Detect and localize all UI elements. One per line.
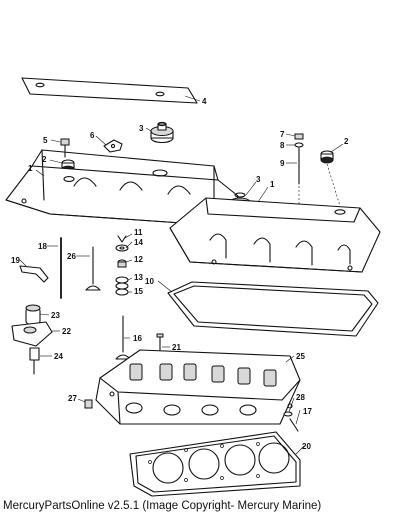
callout-19: 19 xyxy=(11,256,20,265)
valve-spring-part xyxy=(115,276,129,296)
bolt-part-right-lower xyxy=(289,418,299,432)
callout-1b: 1 xyxy=(270,180,275,189)
callout-28: 28 xyxy=(296,393,305,402)
valve-part-lower xyxy=(115,315,131,360)
callout-5: 5 xyxy=(43,136,48,145)
leader-lines xyxy=(19,95,344,455)
washer-part xyxy=(283,411,293,417)
clip-part xyxy=(103,139,123,153)
cover-gasket-right xyxy=(167,281,379,337)
callout-13: 13 xyxy=(134,273,143,282)
callout-3b: 3 xyxy=(256,175,261,184)
callout-14: 14 xyxy=(134,238,143,247)
callout-24: 24 xyxy=(54,352,63,361)
callout-labels: 4 5 6 3 2 1 7 8 9 2 3 1 10 11 14 12 13 1… xyxy=(11,97,349,451)
valve-spring-retainer xyxy=(115,244,129,252)
callout-2a: 2 xyxy=(42,155,47,164)
callout-12: 12 xyxy=(134,255,143,264)
callout-17: 17 xyxy=(303,407,312,416)
gasket-strip-part xyxy=(21,77,198,104)
rocker-stud-part xyxy=(29,347,40,375)
callout-7: 7 xyxy=(280,130,285,139)
callout-3a: 3 xyxy=(139,124,144,133)
rocker-arm-part xyxy=(11,321,53,347)
callout-2b: 2 xyxy=(344,137,349,146)
callout-4: 4 xyxy=(202,97,207,106)
grommet-part-right xyxy=(320,150,341,207)
rocker-ball-part xyxy=(25,304,41,325)
callout-11: 11 xyxy=(134,228,143,237)
valve-part xyxy=(85,246,101,291)
callout-20: 20 xyxy=(302,442,311,451)
valve-keeper-part xyxy=(117,235,127,243)
plug-part xyxy=(84,399,93,409)
cylinder-head-part xyxy=(95,349,301,425)
callout-16: 16 xyxy=(133,334,142,343)
callout-25: 25 xyxy=(296,352,305,361)
callout-8: 8 xyxy=(280,141,285,150)
valve-seal-part xyxy=(117,259,127,268)
callout-1a: 1 xyxy=(28,164,33,173)
callout-21: 21 xyxy=(172,343,181,352)
callout-9: 9 xyxy=(280,159,285,168)
callout-23: 23 xyxy=(51,311,60,320)
callout-15: 15 xyxy=(134,287,143,296)
rocker-clip-part xyxy=(19,265,49,283)
callout-27: 27 xyxy=(68,394,77,403)
callout-6: 6 xyxy=(90,131,95,140)
head-gasket-part xyxy=(129,431,301,497)
bolt-part-left xyxy=(60,138,70,158)
valve-cover-right xyxy=(169,197,381,273)
bolt-stack-right xyxy=(294,133,304,232)
callout-18: 18 xyxy=(38,242,47,251)
copyright-footer: MercuryPartsOnline v2.5.1 (Image Copyrig… xyxy=(3,500,322,512)
callout-22: 22 xyxy=(62,327,71,336)
callout-26: 26 xyxy=(67,252,76,261)
oil-cap-part-top xyxy=(150,121,174,144)
callout-10: 10 xyxy=(145,277,154,286)
